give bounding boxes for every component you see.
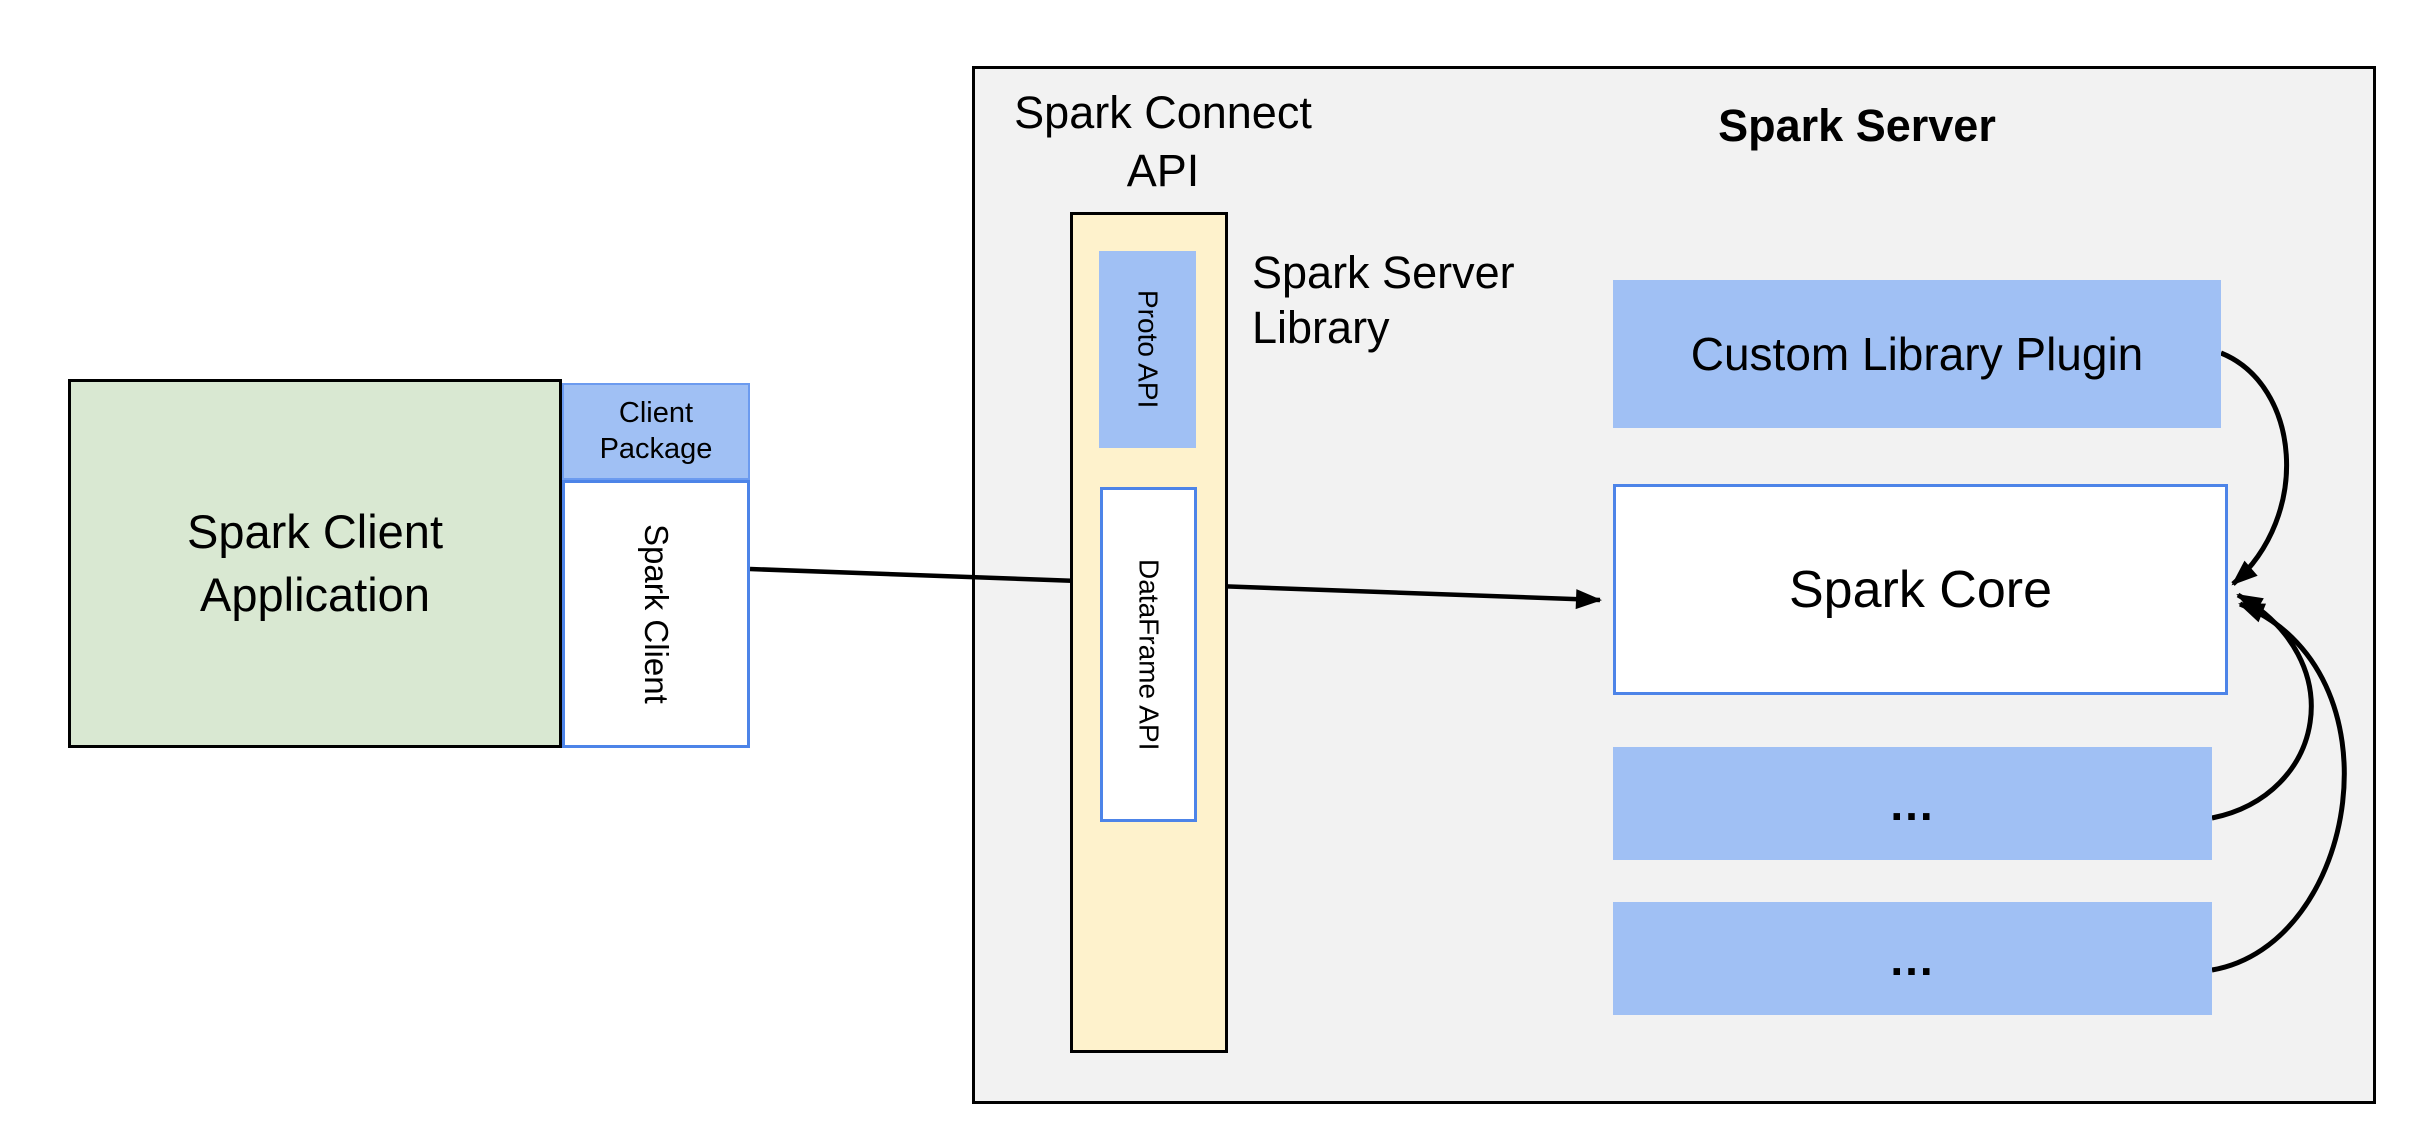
plugin-slot-2-label: ...: [1890, 932, 1935, 985]
plugin-slot-1-box: ...: [1613, 747, 2212, 860]
spark-server-title: Spark Server: [1718, 100, 1996, 151]
spark-client-application-label: Spark Client Application: [187, 505, 443, 621]
client-package-label: Client Package: [599, 397, 713, 465]
plugin-slot-1-label: ...: [1890, 777, 1935, 830]
client-package-box: Client Package: [562, 383, 750, 480]
spark-core-label: Spark Core: [1789, 560, 2052, 619]
spark-client-application-box: Spark Client Application: [68, 379, 562, 748]
spark-client-box: Spark Client: [562, 480, 750, 748]
spark-server-library-label: Spark Server Library: [1252, 247, 1515, 353]
spark-core-box: Spark Core: [1613, 484, 2228, 695]
spark-client-label: Spark Client: [638, 524, 675, 704]
proto-api-box: Proto API: [1099, 251, 1196, 448]
spark-connect-api-title: Spark Connect API: [1014, 87, 1312, 196]
dataframe-api-label: DataFrame API: [1133, 558, 1165, 751]
custom-library-plugin-label: Custom Library Plugin: [1690, 328, 2144, 380]
plugin-slot-2-box: ...: [1613, 902, 2212, 1015]
custom-library-plugin-box: Custom Library Plugin: [1613, 280, 2221, 428]
dataframe-api-box: DataFrame API: [1100, 487, 1197, 822]
proto-api-label: Proto API: [1132, 290, 1164, 409]
